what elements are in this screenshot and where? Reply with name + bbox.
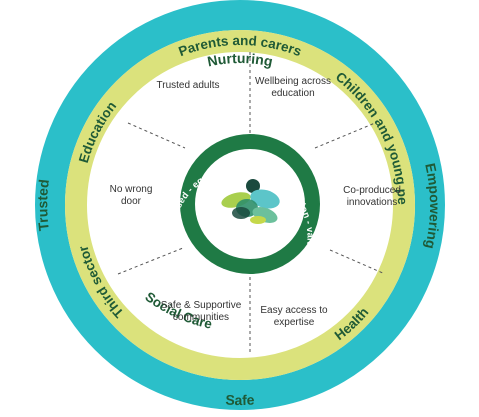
segment-label-bottom-right: Easy access to expertise [260, 305, 328, 328]
segment-label-top-right: Wellbeing across education [255, 76, 331, 99]
segment-label-top-left: Trusted adults [156, 80, 220, 91]
outer-label-right: Empowering [422, 162, 443, 251]
middle-ring [65, 30, 415, 380]
divider-lower-right [329, 249, 386, 275]
segment-label-right: Co-produced innovations [343, 185, 401, 208]
divider-upper-left [127, 122, 186, 149]
outer-label-top: Nurturing [206, 50, 274, 69]
segment-label-bottom-left: Safe & Supportive communities [160, 300, 242, 323]
outer-label-left: Trusted [34, 178, 52, 231]
outer-ring [35, 0, 445, 410]
segment-label-left: No wrong door [109, 184, 153, 207]
divider-upper-right [314, 122, 376, 149]
leaf-cluster-logo [221, 179, 280, 224]
segment-dividers [117, 52, 386, 355]
outer-label-bottom: Safe [225, 392, 255, 409]
